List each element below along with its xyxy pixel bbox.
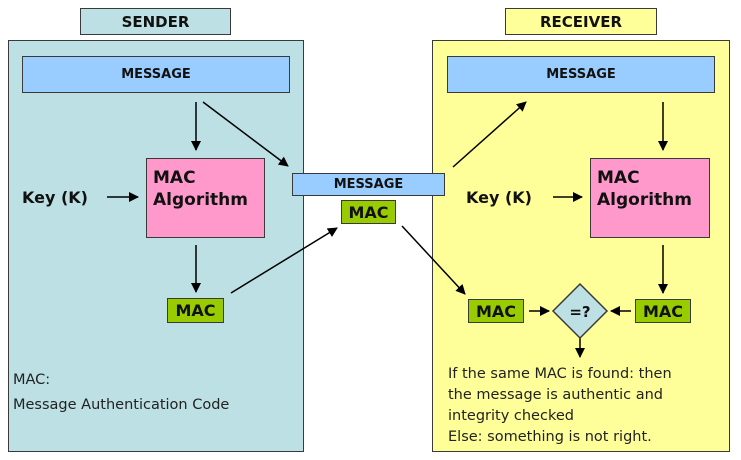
legend-definition: Message Authentication Code: [13, 397, 230, 413]
result-line-3: integrity checked: [448, 408, 574, 424]
result-line-2: the message is authentic and: [448, 387, 664, 403]
result-line-1: If the same MAC is found: then: [448, 366, 672, 382]
sender-panel: [8, 40, 304, 452]
receiver-mac-computed-label: MAC: [642, 301, 684, 321]
receiver-title-label: RECEIVER: [539, 12, 623, 31]
sender-title-label: SENDER: [121, 12, 190, 31]
sender-message: MESSAGE: [22, 56, 290, 93]
arrow-transit-mac-to-receiver-mac: [401, 225, 466, 295]
sender-mac: MAC: [167, 298, 224, 323]
sender-legend: MAC: Message Authentication Code: [13, 370, 229, 416]
receiver-mac-algorithm: MAC Algorithm: [590, 158, 710, 238]
arrow-sender-mac-to-transit: [230, 227, 338, 294]
transit-message: MESSAGE: [292, 173, 445, 196]
receiver-result: If the same MAC is found: then the messa…: [448, 364, 672, 448]
receiver-algorithm-line1: MAC: [597, 168, 640, 188]
receiver-mac-computed: MAC: [635, 299, 691, 323]
receiver-mac-received-label: MAC: [475, 301, 517, 321]
transit-mac-label: MAC: [348, 202, 389, 222]
transit-message-label: MESSAGE: [333, 177, 404, 192]
receiver-message: MESSAGE: [447, 56, 715, 93]
sender-title: SENDER: [80, 8, 231, 35]
transit-mac: MAC: [341, 200, 396, 224]
compare-diamond: [551, 282, 609, 340]
receiver-message-label: MESSAGE: [546, 67, 616, 82]
arrow-transit-to-receiver-message: [452, 101, 527, 168]
receiver-title: RECEIVER: [505, 8, 657, 35]
sender-algorithm-line2: Algorithm: [153, 190, 248, 210]
compare-label: =?: [569, 303, 590, 321]
sender-mac-label: MAC: [175, 301, 216, 320]
legend-term: MAC:: [13, 372, 51, 388]
receiver-mac-received: MAC: [468, 299, 524, 323]
sender-message-label: MESSAGE: [121, 67, 191, 82]
result-line-4: Else: something is not right.: [448, 429, 652, 445]
receiver-panel: [432, 40, 730, 452]
receiver-key: Key (K): [466, 188, 532, 207]
arrow-sender-message-to-transit: [202, 101, 289, 167]
sender-mac-algorithm: MAC Algorithm: [146, 158, 265, 238]
sender-key: Key (K): [22, 188, 88, 207]
receiver-algorithm-line2: Algorithm: [597, 190, 692, 210]
sender-algorithm-line1: MAC: [153, 168, 196, 188]
